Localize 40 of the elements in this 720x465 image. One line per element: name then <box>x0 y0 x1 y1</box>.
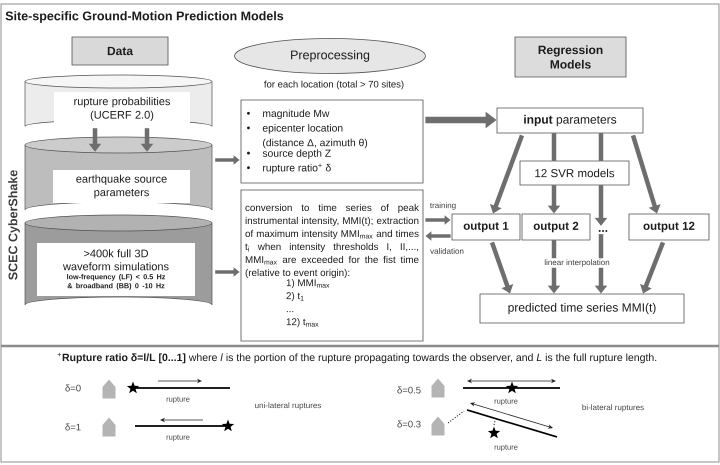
list-item: 2) t$_{1}$ <box>286 292 304 302</box>
list-item: 12) t$_{max}$ <box>286 318 318 328</box>
list-box <box>240 100 424 184</box>
connector <box>598 133 604 161</box>
group-label: uni-lateral ruptures <box>255 402 322 410</box>
ratio-label: δ=1 <box>65 424 81 430</box>
process-box: input parameters <box>496 108 644 134</box>
header-box: Regression Models <box>514 36 626 78</box>
list-item: rupture ratio$^{+}$ δ <box>263 164 331 174</box>
process-box: output 12 <box>628 214 710 240</box>
connector <box>552 133 556 161</box>
node-label: for each location (total > 70 sites) <box>264 80 404 90</box>
title: Site-specific Ground-Motion Prediction Models <box>6 11 284 23</box>
list-item: source depth Z <box>262 149 331 159</box>
node-label: earthquake source parameters <box>76 174 167 198</box>
list-item: magnitude Mw <box>263 110 330 120</box>
list-item: 1) MMI$_{max}$ <box>286 279 330 288</box>
ellipsis-text: ... <box>598 230 608 232</box>
ratio-label: δ=0 <box>65 384 81 392</box>
process-box: output 2 <box>522 214 590 240</box>
edge-label: training <box>428 201 458 211</box>
process-box: output 1 <box>452 214 520 240</box>
process-box: predicted time series MMI(t) <box>480 294 684 324</box>
footnote: $^{+}$Rupture ratio δ=l/L [0...1] where l is the portion of the rupture propagating towards the observer, and L is the full rupture length. <box>58 352 656 364</box>
process-box: 12 SVR models <box>520 160 630 186</box>
text-box: rupture probabilities (UCERF 2.0) <box>54 92 190 126</box>
ratio-label: δ=0.5 <box>397 386 421 394</box>
paragraph: conversion to time series of peak instrumental intensity, MMI(t); extraction of maximum intensity MMI$_{max}$ and times t$_{i}$ when intensity thresholds I, II,..., MMI$_{max}$ are exceeded for the fist time (relative to event origin): <box>245 204 419 278</box>
node-label: >400k full 3D waveform simulations <box>62 249 169 270</box>
list-item: ... <box>286 311 294 312</box>
text-box <box>240 190 424 342</box>
edge-label: validation <box>429 247 465 255</box>
group-label: bi-lateral ruptures <box>582 404 644 412</box>
list-item: epicenter location (distance Δ, azimuth θ) <box>262 124 368 148</box>
vertical-label: SCEC CyberShake <box>8 170 20 280</box>
header-box: Data <box>72 36 168 66</box>
node-label: rupture probabilities (UCERF 2.0) <box>74 97 170 121</box>
text-box: earthquake source parameters <box>53 170 190 203</box>
ratio-label: δ=0.3 <box>397 420 421 428</box>
edge-label: linear interpolation <box>543 258 611 268</box>
